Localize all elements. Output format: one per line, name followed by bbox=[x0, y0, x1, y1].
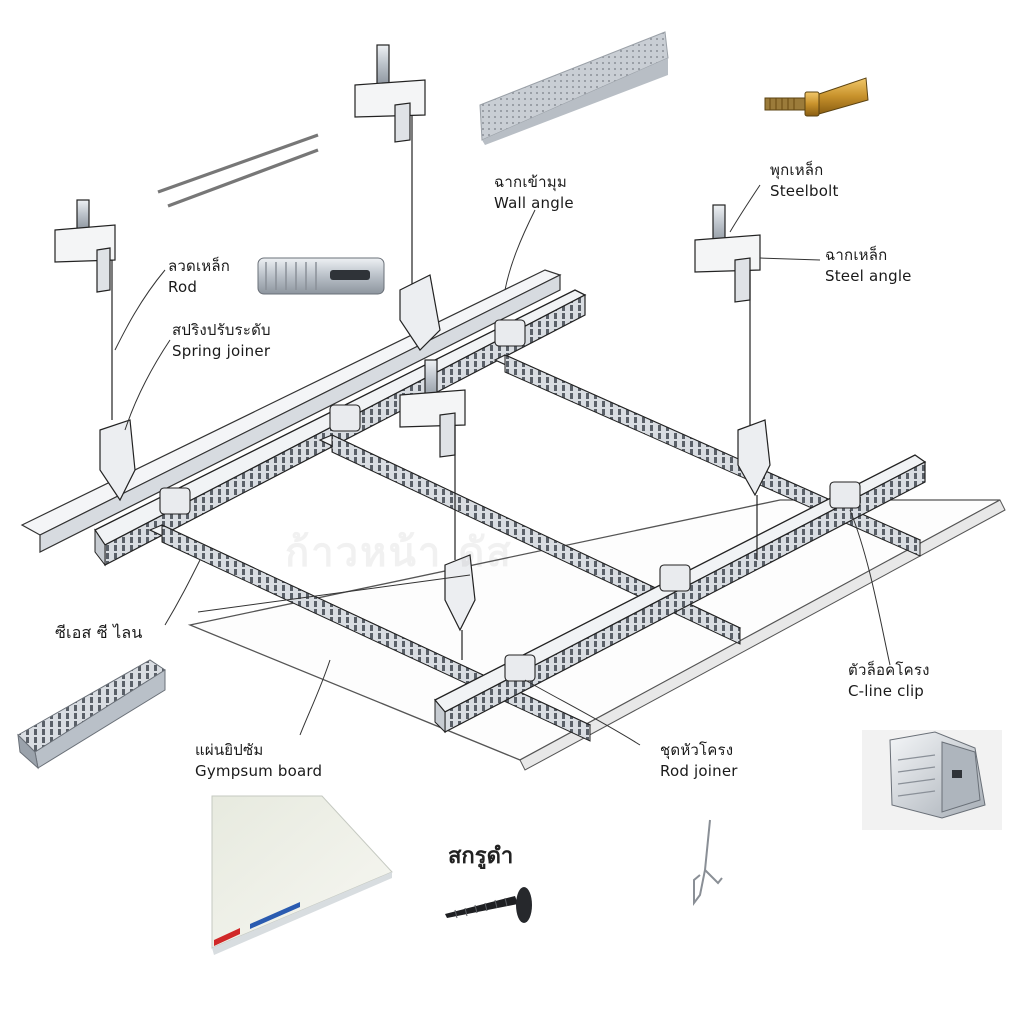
leader-lines bbox=[114, 184, 891, 746]
c-line-clip-photo bbox=[862, 730, 1002, 830]
hanger-assembly-3 bbox=[694, 204, 771, 560]
hanger-assembly-4 bbox=[399, 359, 476, 660]
cross-runner-middle bbox=[318, 434, 742, 645]
label-screw: สกรูดำ bbox=[448, 844, 514, 869]
spring-joiner-photo bbox=[257, 257, 385, 295]
watermark: ก้าวหน้า ดัส bbox=[285, 530, 513, 576]
hanger-assembly-2 bbox=[354, 44, 441, 351]
expansion-anchor-photo bbox=[764, 77, 869, 117]
wall-angle-photo bbox=[479, 31, 669, 145]
label-cs-c-line: ซีเอส ซี ไลน bbox=[55, 623, 143, 642]
hanger-assembly-1 bbox=[54, 199, 136, 502]
steel-rods-photo bbox=[157, 133, 319, 208]
rod-joiner-hook-photo bbox=[693, 819, 723, 906]
c-line-profile-photo bbox=[17, 659, 166, 770]
runner-clips bbox=[159, 319, 861, 682]
black-screw-photo bbox=[445, 887, 532, 923]
gypsum-board-photo bbox=[211, 795, 393, 955]
